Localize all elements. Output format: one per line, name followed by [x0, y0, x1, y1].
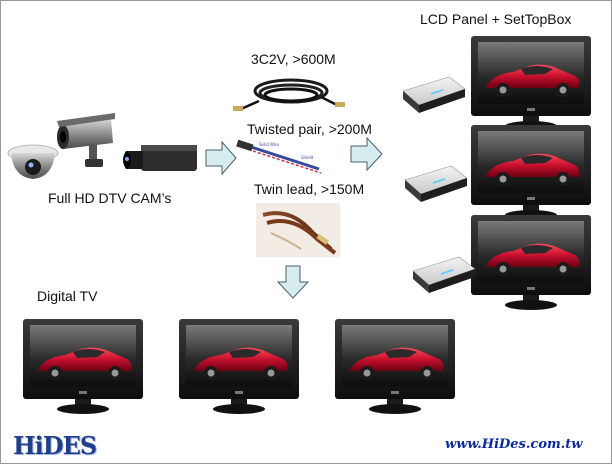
- set-top-box-3: [412, 256, 476, 294]
- label-digital-tv: Digital TV: [37, 288, 98, 304]
- twisted-pair-cable: Solid Wire Shield: [236, 139, 322, 174]
- website-url: www.HiDes.com.tw: [445, 437, 583, 452]
- digital-tv-2: [179, 319, 299, 414]
- digital-tv-3: [335, 319, 455, 414]
- bullet-camera: [57, 113, 115, 167]
- dome-camera: [7, 144, 59, 179]
- set-top-box-1: [402, 76, 466, 114]
- svg-text:Shield: Shield: [301, 155, 314, 160]
- hides-logo: HiDES: [13, 431, 97, 460]
- twin-lead-cable: [256, 203, 340, 257]
- label-cams: Full HD DTV CAM’s: [48, 190, 172, 206]
- lcd-tv-2: [471, 125, 591, 220]
- digital-tv-1: [23, 319, 143, 414]
- label-twisted-pair: Twisted pair, >200M: [247, 121, 372, 137]
- set-top-box-2: [404, 165, 468, 203]
- arrow-cables-to-digital-tv: [276, 265, 310, 299]
- coax-3c2v-cable: [233, 78, 345, 111]
- label-lcd-panel-settopbox: LCD Panel + SetTopBox: [420, 11, 572, 27]
- label-twin-lead: Twin lead, >150M: [254, 181, 365, 197]
- box-camera: [123, 145, 197, 171]
- label-cable-3c2v: 3C2V, >600M: [251, 51, 336, 67]
- arrow-cables-to-lcd: [350, 136, 383, 172]
- lcd-tv-3: [471, 215, 591, 310]
- arrow-cams-to-cables: [205, 140, 237, 176]
- lcd-tv-1: [471, 36, 591, 131]
- hides-logo-mark: [11, 431, 91, 459]
- svg-text:Solid Wire: Solid Wire: [259, 142, 280, 147]
